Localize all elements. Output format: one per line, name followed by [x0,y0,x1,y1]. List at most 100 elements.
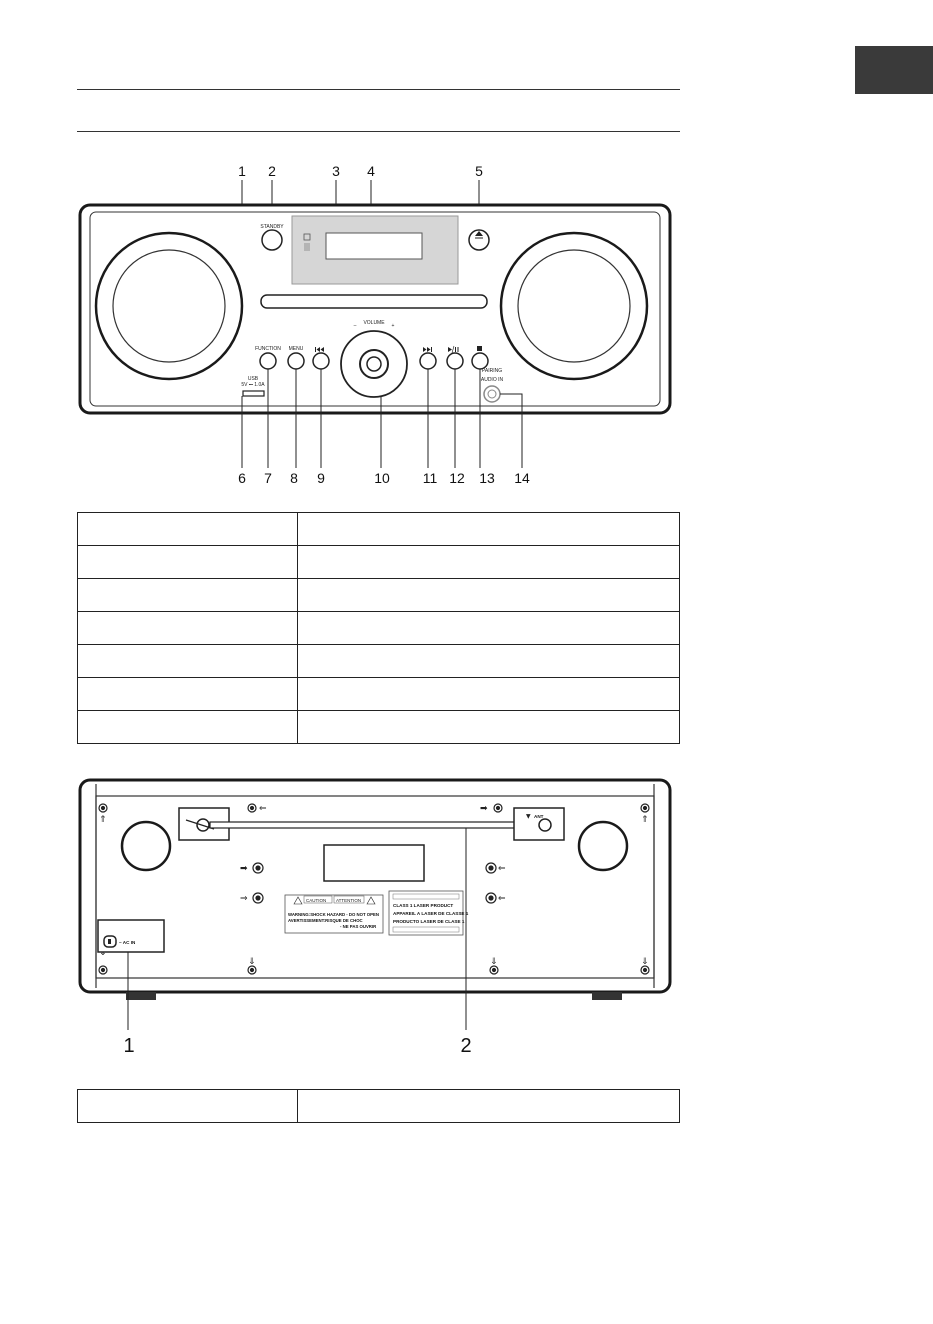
rear-screws [98,803,650,975]
table-cell [77,644,298,678]
right-speaker-cone [517,249,631,363]
rear-foot-left [126,992,156,1000]
ne-pas-ouvrir-text: - NE PAS OUVRIR [340,924,377,929]
table-cell [297,644,680,678]
arrow-down-icon: ⇓ [248,957,256,967]
front-chassis-inner [89,211,661,407]
table-row [77,644,680,678]
arrow-left-icon: ⇐ [498,894,506,904]
table-cell [297,578,680,612]
callout-14: 14 [514,470,530,486]
callout-6: 6 [238,470,246,486]
front-panel-diagram: 1 2 3 4 5 STANDBY VOLUME – + FUNCTION ME… [78,163,672,486]
laser-label-bar [392,926,460,933]
arrow-right-icon: ➡ [240,864,248,874]
rear-callout-2: 2 [460,1035,471,1057]
table-cell [77,578,298,612]
arrow-left-icon: ⇐ [498,864,506,874]
warning-text: WARNING:SHOCK HAZARD - DO NOT OPEN [288,912,379,917]
volume-knob-center [366,356,382,372]
arrow-left-icon: ⇐ [259,804,267,814]
ir-sensor-grille [304,243,310,251]
table-row [77,1089,680,1123]
arrow-right-icon: ➡ [480,804,488,814]
table-cell [77,611,298,645]
table-cell [297,512,680,546]
table-row [77,512,680,546]
menu-button[interactable] [287,352,305,370]
warning-triangle-icon [366,896,376,905]
rear-foot-right [592,992,622,1000]
arrow-down-icon: ⇓ [99,948,107,958]
laser-class-text-es: PRODUCTO LASER DE CLASE 1 [393,919,465,924]
callout-8: 8 [290,470,298,486]
arrow-up-icon: ⇑ [641,815,649,825]
callout-4: 4 [367,163,375,179]
standby-label: STANDBY [260,224,284,230]
play-pause-icon [448,345,459,354]
arrow-right-icon: ⇒ [240,894,248,904]
table-row [77,677,680,711]
rear-controls-table [77,1089,680,1123]
bottom-leader-lines [241,369,523,468]
skip-back-button[interactable] [312,352,330,370]
avertissement-text: AVERTISSEMENT:RISQUE DE CHOC [288,918,363,923]
rear-panel-diagram: ⇑ ⇑ ⇐ ➡ ⇓ ⇓ ⇓ ⇓ ➡ ⇒ ⇐ ⇐ ANT ▼ CAUTION AT… [78,778,672,1057]
skip-forward-button[interactable] [419,352,437,370]
table-cell [77,545,298,579]
rear-inner-frame [95,795,655,979]
table-row [77,578,680,612]
header-rule-bottom [77,131,680,132]
eject-button[interactable] [468,229,490,251]
usb-rating-label: 5V ⎓ 1.0A [241,382,265,388]
callout-9: 9 [317,470,325,486]
table-cell [297,545,680,579]
stop-icon [477,346,482,351]
menu-label: MENU [289,346,304,352]
rear-chassis [78,778,672,994]
rear-callout-1: 1 [123,1035,134,1057]
table-cell [77,512,298,546]
audio-in-label: AUDIO IN [481,377,504,383]
function-label: FUNCTION [255,346,281,352]
laser-class-text: CLASS 1 LASER PRODUCT [393,903,453,908]
table-row [77,611,680,645]
callout-7: 7 [264,470,272,486]
table-cell [77,677,298,711]
ant-label: ANT [534,814,544,819]
usb-label: USB [248,376,259,382]
table-cell [77,710,298,744]
function-button[interactable] [259,352,277,370]
table-row [77,545,680,579]
skip-forward-icon [423,347,432,352]
callout-12: 12 [449,470,465,486]
lcd-display [325,232,423,260]
fm-antenna[interactable] [209,821,546,829]
standby-button[interactable] [261,229,283,251]
callout-1: 1 [238,163,246,179]
rear-vent-window [323,844,425,882]
callout-13: 13 [479,470,495,486]
front-controls-table [77,512,680,744]
pairing-label: PAIRING [482,368,502,374]
audio-in-jack-core [487,389,497,399]
arrow-down-icon: ⇓ [490,957,498,967]
play-pause-button[interactable] [446,352,464,370]
table-cell [297,611,680,645]
usb-port[interactable] [242,390,265,397]
ir-sensor [303,233,311,241]
stop-button[interactable] [471,352,489,370]
callout-5: 5 [475,163,483,179]
skip-back-icon [315,347,324,352]
antenna-socket[interactable] [538,818,552,832]
header-rule-top [77,89,680,90]
volume-minus: – [354,323,357,329]
callout-11: 11 [423,470,438,486]
ac-in-socket-pin [108,939,111,944]
laser-label-bar [392,893,460,900]
table-cell [297,1089,680,1123]
arrow-up-icon: ⇑ [99,815,107,825]
warning-triangle-icon [293,896,303,905]
eject-icon [475,231,483,236]
screw-arrow-icons: ⇑ ⇑ ⇐ ➡ ⇓ ⇓ ⇓ ⇓ ➡ ⇒ ⇐ ⇐ [99,804,649,967]
